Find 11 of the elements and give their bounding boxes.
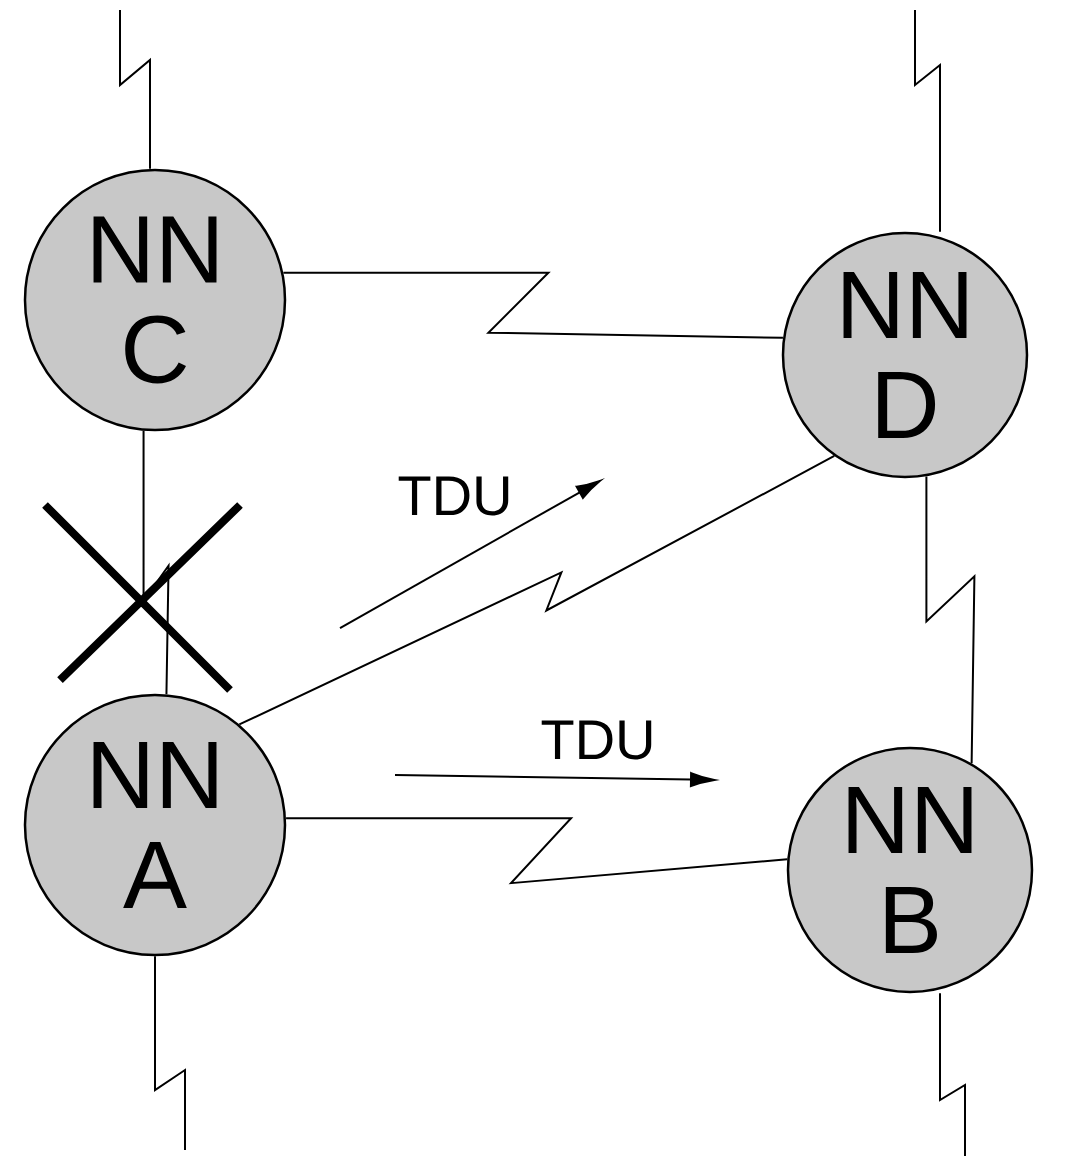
zigzag-link (142, 429, 170, 696)
zigzag-link (119, 9, 151, 170)
zigzag-link (285, 817, 789, 885)
arrow-label: TDU (541, 720, 652, 760)
zigzag-link (238, 454, 836, 726)
zigzag-link (154, 955, 186, 1151)
arrow-label: TDU (398, 476, 509, 516)
zigzag-link (939, 992, 966, 1156)
zigzag-link (925, 475, 976, 765)
zigzag-link (282, 271, 784, 339)
zigzag-link (914, 9, 941, 233)
